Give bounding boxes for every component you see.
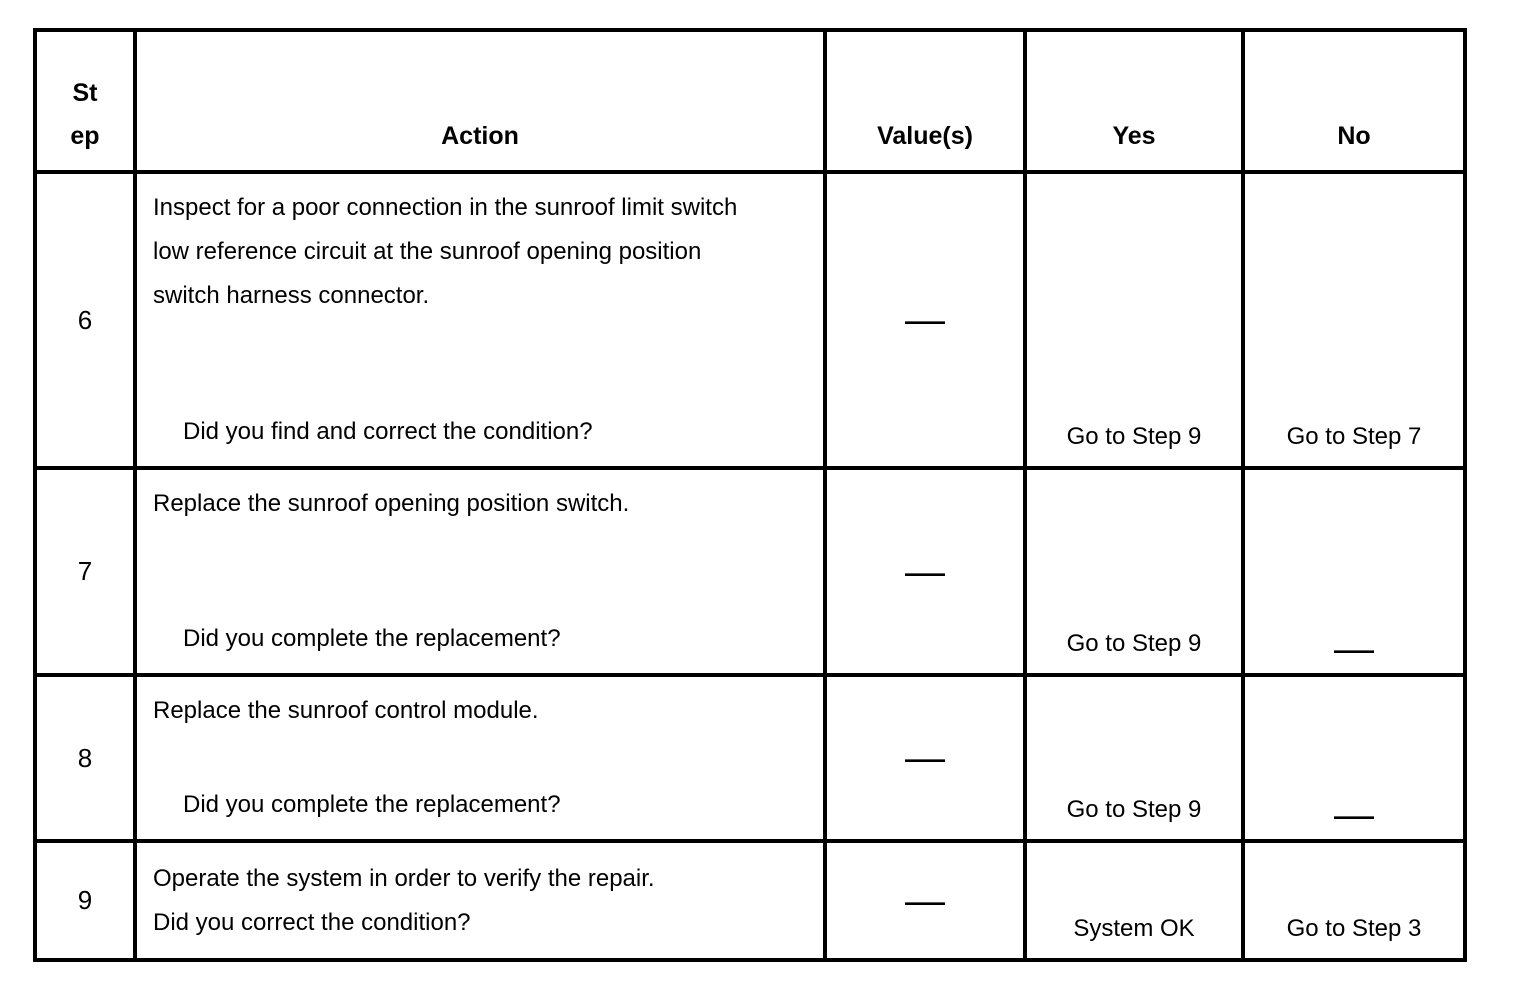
no-text: Go to Step 3 bbox=[1286, 915, 1422, 942]
yes-cell: Go to Step 9 bbox=[1027, 470, 1245, 677]
yes-text: Go to Step 9 bbox=[1066, 630, 1202, 657]
header-cell-no: No bbox=[1245, 32, 1463, 174]
action-cell: Inspect for a poor connection in the sun… bbox=[137, 174, 827, 470]
header-cell-action: Action bbox=[137, 32, 827, 174]
value-cell: — bbox=[827, 174, 1027, 470]
action-question: Did you complete the replacement? bbox=[183, 791, 561, 818]
action-text: Replace the sunroof opening position swi… bbox=[153, 490, 630, 517]
step-number-cell: 8 bbox=[37, 677, 137, 843]
action-question: Did you find and correct the condition? bbox=[183, 418, 593, 445]
action-text: Operate the system in order to verify th… bbox=[153, 864, 655, 892]
header-cell-yes: Yes bbox=[1027, 32, 1245, 174]
yes-text: Go to Step 9 bbox=[1066, 796, 1202, 823]
header-cell-values: Value(s) bbox=[827, 32, 1027, 174]
no-cell: Go to Step 3 bbox=[1245, 843, 1463, 958]
value-cell: — bbox=[827, 470, 1027, 677]
action-question: Did you correct the condition? bbox=[153, 908, 471, 936]
value-cell: — bbox=[827, 677, 1027, 843]
no-cell: — bbox=[1245, 470, 1463, 677]
action-cell: Replace the sunroof control module. Did … bbox=[137, 677, 827, 843]
action-question: Did you complete the replacement? bbox=[183, 625, 561, 652]
action-text: Replace the sunroof control module. bbox=[153, 697, 539, 724]
step-number-cell: 6 bbox=[37, 174, 137, 470]
action-text: Inspect for a poor connection in the sun… bbox=[153, 194, 738, 309]
action-cell: Replace the sunroof opening position swi… bbox=[137, 470, 827, 677]
yes-cell: System OK bbox=[1027, 843, 1245, 958]
step-number-cell: 7 bbox=[37, 470, 137, 677]
yes-text: System OK bbox=[1073, 915, 1195, 942]
no-text: — bbox=[1334, 793, 1374, 837]
value-dash: — bbox=[905, 878, 945, 923]
value-cell: — bbox=[827, 843, 1027, 958]
no-text: — bbox=[1334, 627, 1374, 671]
value-dash: — bbox=[905, 298, 945, 342]
value-dash: — bbox=[905, 736, 945, 780]
header-cell-step: St ep bbox=[37, 32, 137, 174]
yes-cell: Go to Step 9 bbox=[1027, 677, 1245, 843]
yes-cell: Go to Step 9 bbox=[1027, 174, 1245, 470]
value-dash: — bbox=[905, 549, 945, 594]
no-cell: Go to Step 7 bbox=[1245, 174, 1463, 470]
yes-text: Go to Step 9 bbox=[1066, 423, 1202, 450]
step-number-cell: 9 bbox=[37, 843, 137, 958]
no-cell: — bbox=[1245, 677, 1463, 843]
action-cell: Operate the system in order to verify th… bbox=[137, 843, 827, 958]
diagnostic-table: St ep Action Value(s) Yes No 6 Inspect f… bbox=[33, 28, 1467, 962]
no-text: Go to Step 7 bbox=[1286, 423, 1422, 450]
